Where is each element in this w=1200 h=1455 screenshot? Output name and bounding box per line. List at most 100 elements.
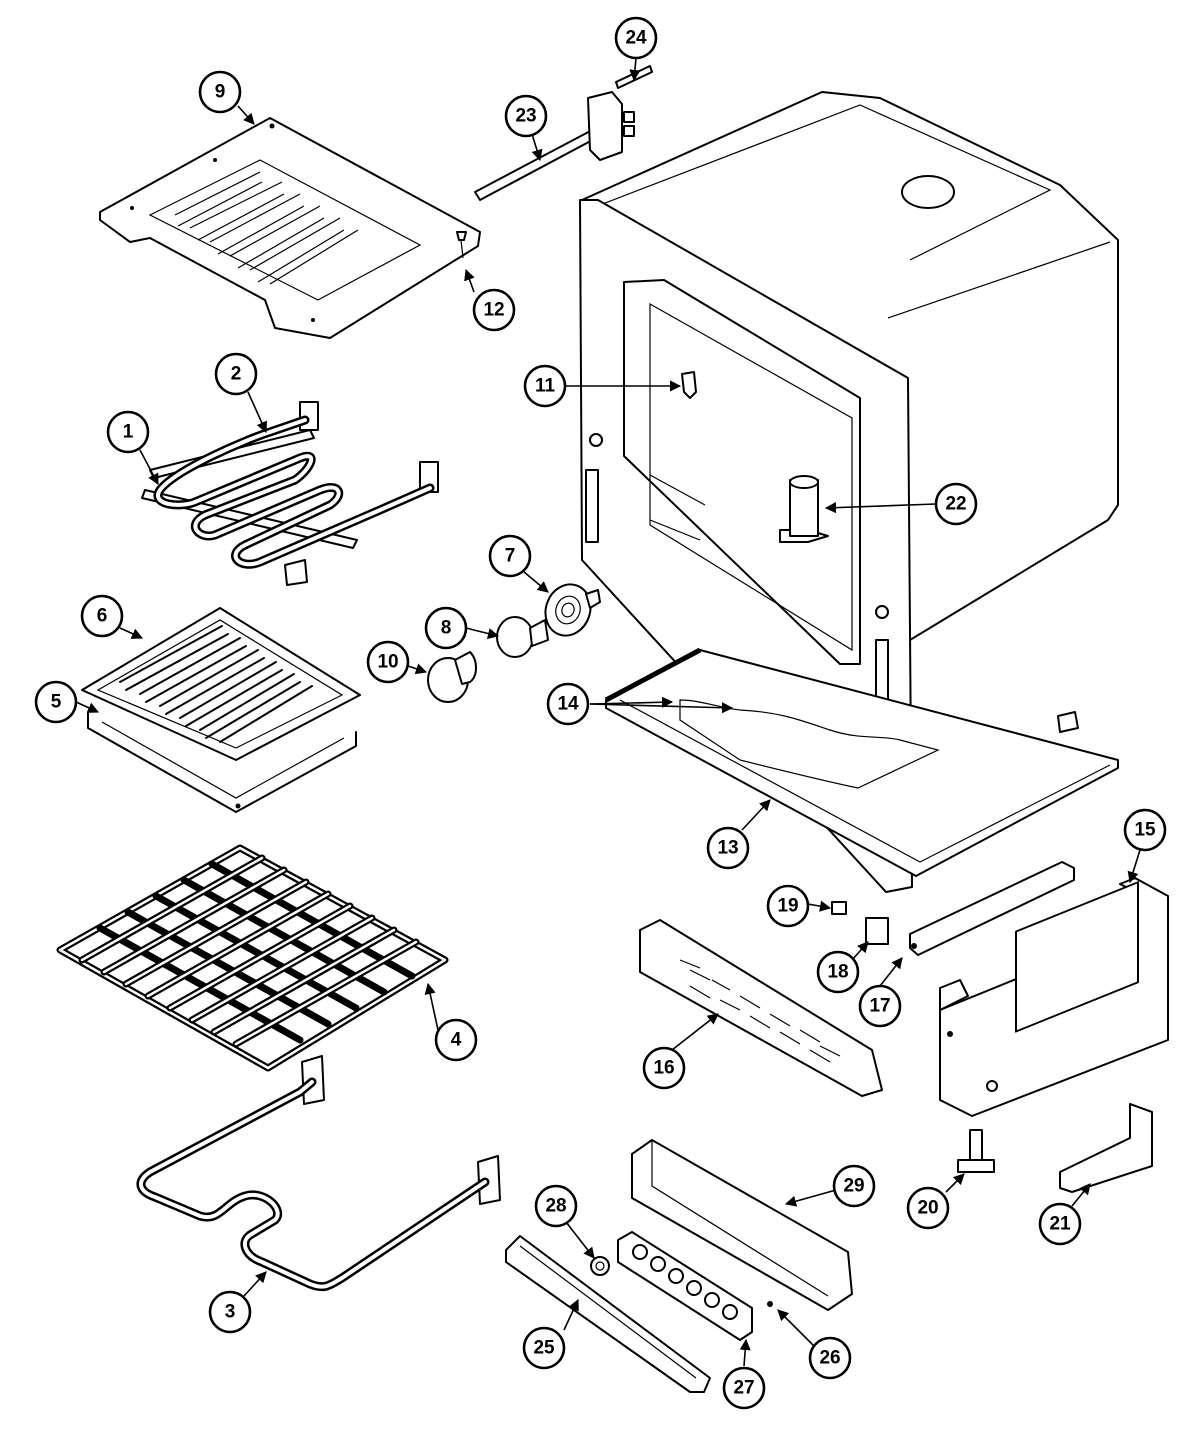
- leader-7: [523, 571, 549, 593]
- leader-4: [424, 982, 439, 1031]
- part-oven-bottom: [604, 647, 1119, 877]
- leader-20: [945, 1173, 965, 1193]
- callout-label: 20: [917, 1198, 938, 1219]
- callout-19: 19: [766, 884, 810, 928]
- part-leveling-leg: [957, 1129, 995, 1173]
- callout-17: 17: [858, 984, 902, 1028]
- leader-18: [851, 941, 869, 961]
- callout-label: 29: [843, 1176, 864, 1197]
- part-panel-trim: [505, 1235, 711, 1393]
- callout-label: 16: [653, 1058, 674, 1079]
- leader-15: [1127, 849, 1141, 884]
- callout-label: 9: [215, 82, 226, 103]
- callout-14: 14: [546, 682, 590, 726]
- callout-label: 24: [625, 28, 647, 49]
- part-knob-28: [590, 1256, 610, 1276]
- part-lower-panel-16: [639, 919, 883, 1097]
- leader-21: [1071, 1183, 1091, 1207]
- callout-label: 25: [533, 1338, 555, 1359]
- callout-label: 4: [451, 1030, 462, 1051]
- callout-label: 15: [1134, 820, 1156, 841]
- part-switch-plate: [617, 1231, 753, 1341]
- part-oven-rack: [56, 844, 449, 1072]
- callout-9: 9: [198, 70, 242, 114]
- callout-label: 19: [777, 896, 798, 917]
- callout-2: 2: [214, 352, 258, 396]
- leader-3: [243, 1271, 267, 1297]
- callout-18: 18: [816, 950, 860, 994]
- part-bracket-21: [1059, 1103, 1153, 1193]
- part-control-panel: [631, 1139, 853, 1311]
- leader-14b: [589, 702, 734, 714]
- callout-label: 18: [827, 962, 848, 983]
- callout-16: 16: [642, 1046, 686, 1090]
- leader-26: [777, 1309, 815, 1347]
- callout-13: 13: [706, 826, 750, 870]
- callout-27: 27: [722, 1366, 766, 1410]
- callout-label: 27: [733, 1378, 754, 1399]
- callout-label: 5: [51, 692, 62, 713]
- part-rail-17: [909, 861, 1075, 956]
- leader-25: [563, 1298, 579, 1331]
- part-broil-pan: [87, 711, 357, 813]
- callout-label: 8: [441, 618, 452, 639]
- callouts: 1 2 3 4 5 6 7 8 9 10 11: [34, 16, 1167, 1410]
- part-bake-element: [136, 1055, 501, 1292]
- callout-label: 23: [515, 106, 536, 127]
- callout-29: 29: [832, 1164, 876, 1208]
- callout-11: 11: [523, 364, 567, 408]
- callout-24: 24: [614, 16, 658, 60]
- part-screw-12: [456, 231, 467, 259]
- callout-label: 12: [483, 300, 504, 321]
- callout-label: 22: [945, 494, 966, 515]
- leader-16: [671, 1013, 719, 1051]
- leader-24: [629, 57, 641, 82]
- callout-label: 28: [545, 1196, 566, 1217]
- part-oven-cavity: [579, 91, 1119, 893]
- leader-29: [784, 1189, 837, 1207]
- part-broil-element: [141, 401, 439, 586]
- part-clip-18: [865, 917, 889, 945]
- callout-label: 14: [557, 694, 579, 715]
- leader-6: [119, 627, 144, 639]
- part-screw-19: [831, 901, 847, 915]
- callout-3: 3: [208, 1290, 252, 1334]
- leader-9: [237, 105, 255, 125]
- callout-26: 26: [808, 1336, 852, 1380]
- leader-2: [247, 391, 267, 434]
- callout-label: 17: [869, 996, 890, 1017]
- callout-4: 4: [434, 1018, 478, 1062]
- part-sensor: [474, 65, 653, 201]
- callout-label: 2: [231, 364, 242, 385]
- callout-15: 15: [1123, 808, 1167, 852]
- callout-7: 7: [488, 534, 532, 578]
- callout-10: 10: [366, 640, 410, 684]
- leader-8: [465, 627, 500, 639]
- callout-21: 21: [1038, 1202, 1082, 1246]
- leader-27: [739, 1338, 751, 1367]
- leader-17: [879, 957, 903, 987]
- callout-label: 13: [717, 838, 738, 859]
- leader-23: [531, 133, 543, 162]
- callout-23: 23: [504, 94, 548, 138]
- callout-22: 22: [934, 482, 978, 526]
- callout-label: 1: [123, 422, 134, 443]
- callout-8: 8: [424, 606, 468, 650]
- callout-label: 26: [819, 1348, 840, 1369]
- callout-5: 5: [34, 680, 78, 724]
- callout-25: 25: [522, 1326, 566, 1370]
- part-lamp-assembly: [427, 583, 601, 703]
- callout-label: 21: [1049, 1214, 1071, 1235]
- callout-label: 10: [377, 652, 398, 673]
- callout-12: 12: [472, 288, 516, 332]
- leader-10: [407, 663, 428, 675]
- leader-28: [565, 1221, 595, 1259]
- leader-12: [464, 268, 475, 293]
- leader-13: [741, 799, 771, 831]
- leader-5: [75, 701, 100, 713]
- callout-28: 28: [534, 1184, 578, 1228]
- part-broil-pan-insert: [81, 607, 361, 761]
- part-screw-26: [767, 1301, 773, 1307]
- callout-label: 11: [535, 376, 556, 397]
